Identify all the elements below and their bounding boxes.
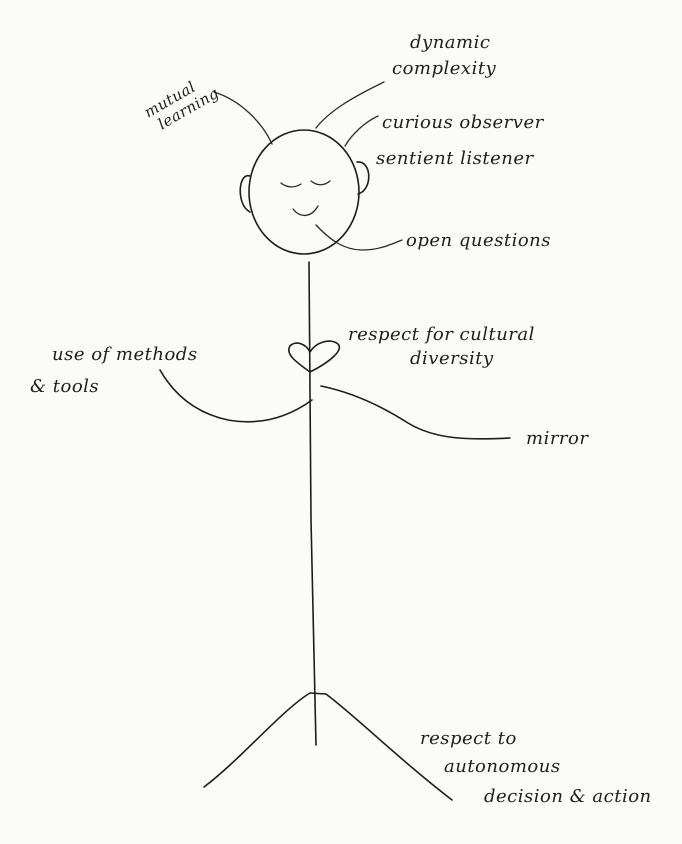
stick-figure bbox=[159, 129, 511, 801]
right-arm bbox=[320, 385, 511, 440]
label-use-methods-line-1: use of methods bbox=[52, 344, 198, 365]
body-line bbox=[308, 261, 317, 746]
right-ear bbox=[356, 161, 370, 195]
label-open-questions: open questions bbox=[406, 230, 551, 251]
label-sentient-listener: sentient listener bbox=[376, 148, 535, 169]
connector-dynamic-complexity bbox=[315, 81, 385, 129]
label-use-methods-tools: use of methods & tools bbox=[30, 344, 204, 397]
legs bbox=[203, 692, 453, 801]
label-curious-observer: curious observer bbox=[382, 112, 545, 133]
label-respect-cultural-line-1: respect for cultural bbox=[348, 324, 535, 345]
label-respect-autonomous-line-3: decision & action bbox=[484, 786, 652, 807]
label-dynamic-complexity: dynamic complexity bbox=[392, 32, 497, 79]
label-mutual-learning: mutual learning bbox=[141, 69, 222, 136]
label-dynamic-complexity-line-2: complexity bbox=[392, 58, 497, 79]
left-eye bbox=[280, 182, 302, 188]
label-respect-autonomous: respect to autonomous decision & action bbox=[420, 728, 652, 807]
label-dynamic-complexity-line-1: dynamic bbox=[410, 32, 490, 53]
left-ear bbox=[239, 175, 251, 213]
connectors bbox=[213, 81, 403, 251]
label-respect-cultural-line-2: diversity bbox=[410, 348, 494, 369]
heart-icon bbox=[288, 340, 341, 373]
labels: mutual learning dynamic complexity curio… bbox=[30, 32, 652, 807]
head bbox=[248, 129, 360, 255]
right-eye bbox=[310, 180, 331, 186]
label-respect-autonomous-line-2: autonomous bbox=[444, 756, 561, 777]
smile bbox=[292, 205, 319, 217]
label-mirror: mirror bbox=[526, 428, 589, 449]
label-respect-cultural-diversity: respect for cultural diversity bbox=[348, 324, 541, 369]
label-use-methods-line-2: & tools bbox=[30, 376, 99, 397]
connector-mutual-learning bbox=[213, 91, 273, 145]
connector-curious-observer bbox=[344, 115, 379, 147]
connector-open-questions bbox=[315, 224, 403, 251]
left-arm bbox=[159, 369, 313, 423]
label-respect-autonomous-line-1: respect to bbox=[420, 728, 517, 749]
